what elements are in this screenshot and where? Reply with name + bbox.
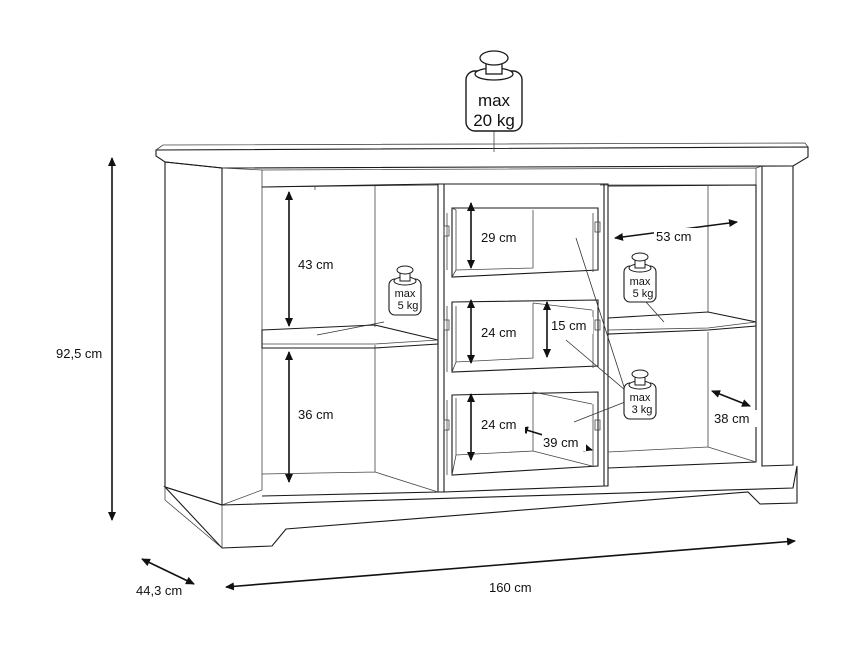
left-lower-label: 36 cm: [298, 407, 333, 422]
drawer-load-line2: 3 kg: [632, 404, 653, 416]
drawer-1-label: 29 cm: [481, 230, 516, 245]
depth-label: 44,3 cm: [136, 583, 182, 598]
drawer-load-line1: max: [630, 392, 651, 404]
cabinet-plinth: [163, 465, 798, 549]
drawer-depth-label: 39 cm: [543, 435, 578, 450]
cabinet-top: [155, 146, 809, 169]
left-shelf-load-line1: max: [395, 288, 416, 300]
weight-icon-left-shelf: max 5 kg: [316, 265, 422, 336]
width-label: 160 cm: [489, 580, 532, 595]
left-upper-label: 43 cm: [298, 257, 333, 272]
top-load-line1: max: [478, 91, 511, 110]
height-label: 92,5 cm: [56, 346, 102, 361]
top-load-line2: 20 kg: [473, 111, 515, 130]
drawer-2-label: 24 cm: [481, 325, 516, 340]
drawer-3-label: 24 cm: [481, 417, 516, 432]
left-compartment: [261, 183, 439, 497]
depth-dimension-line: [141, 558, 195, 585]
right-shelf: [607, 311, 757, 335]
drawer-2: [443, 299, 601, 373]
sideboard-cabinet: [155, 142, 809, 549]
dimension-lines: [108, 157, 796, 591]
right-shelf-width-label: 53 cm: [656, 229, 691, 244]
right-shelf-depth-dimension-line: [711, 390, 751, 407]
width-dimension-line: [225, 537, 796, 591]
drawer-3: [443, 391, 601, 476]
dimension-labels: 92,5 cm 44,3 cm 160 cm 43 cm 36 cm 29 cm…: [54, 228, 758, 598]
drawer-1: [443, 207, 601, 278]
right-shelf-load-line1: max: [630, 276, 651, 288]
right-shelf-load-line2: 5 kg: [633, 288, 654, 300]
right-shelf-depth-label: 38 cm: [714, 411, 749, 426]
drawer-inner-label: 15 cm: [551, 318, 586, 333]
right-side-panel: [761, 165, 794, 467]
left-side-panel: [164, 161, 223, 506]
weight-icon-top: max 20 kg: [465, 50, 523, 152]
left-shelf-load-line2: 5 kg: [398, 300, 419, 312]
weight-icon-right-shelf: max 5 kg: [623, 252, 665, 323]
center-drawer-column: [443, 183, 605, 493]
left-shelf: [261, 324, 439, 349]
weight-icon-drawer: max 3 kg: [565, 237, 657, 423]
